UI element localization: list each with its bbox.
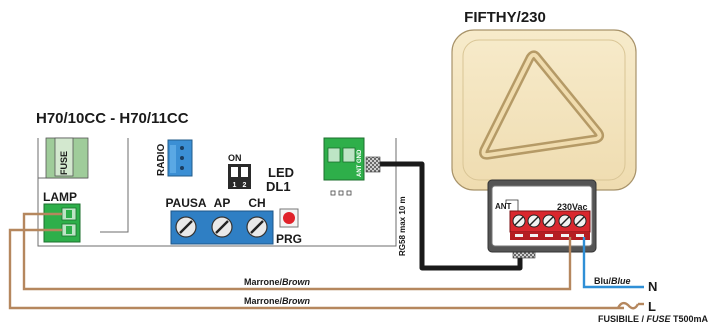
dip-switch[interactable]: ON 1 2: [228, 153, 251, 189]
blue-wire-label: Blu/Blue: [594, 276, 631, 286]
brown-wire-label-lower: Marrone/Brown: [244, 296, 311, 306]
dip-1-label: 1: [233, 182, 237, 189]
ch-trimmer[interactable]: [246, 216, 268, 238]
blue-label-it: Blu/: [594, 276, 611, 286]
blue-label-en: Blue: [611, 276, 631, 286]
lamp-label: LAMP: [43, 190, 77, 204]
antenna-terminal: ANT GND: [323, 137, 365, 196]
ant-gnd-label: ANT GND: [357, 149, 363, 177]
ap-label: AP: [214, 196, 231, 210]
brown-label-en-upper: Brown: [282, 277, 311, 287]
pausa-label: PAUSA: [165, 196, 206, 210]
control-board: FUSE RADIO ON 1 2 LED DL1 PAUSA AP CH: [37, 137, 397, 247]
radio-label: RADIO: [156, 144, 167, 176]
fuse-holder: FUSE: [45, 137, 89, 179]
ap-trimmer[interactable]: [211, 216, 233, 238]
lamp-terminal-block: [509, 210, 591, 240]
lamp-terminal: [43, 203, 81, 243]
led-label: LED: [268, 165, 294, 180]
blue-wire: [582, 237, 644, 289]
fuse-label-en: FUSE: [647, 314, 672, 324]
prg-label: PRG: [276, 232, 302, 246]
neutral-label: N: [648, 279, 657, 294]
device-title: FIFTHY/230: [464, 9, 546, 26]
fuse-spec-label: FUSIBILE / FUSE T500mA: [598, 314, 709, 324]
radio-connector: RADIO: [156, 139, 193, 177]
dip-2-label: 2: [243, 182, 247, 189]
ant-label: ANT: [495, 202, 512, 211]
brown-wire-label-upper: Marrone/Brown: [244, 277, 311, 287]
coax-label: RG58 max 10 m: [398, 196, 407, 256]
brown-wire-lower: [8, 228, 624, 310]
brown-label-en-lower: Brown: [282, 296, 311, 306]
fuse-value: T500mA: [671, 314, 709, 324]
pausa-trimmer[interactable]: [175, 216, 197, 238]
fuse-label-it: FUSIBILE /: [598, 314, 647, 324]
dip-on-label: ON: [228, 153, 242, 163]
brown-label-it-lower: Marrone/: [244, 296, 283, 306]
voltage-label: 230Vac: [557, 202, 588, 212]
fuse-symbol: [616, 301, 640, 310]
board-title: H70/10CC - H70/11CC: [36, 110, 189, 127]
fuse-label: FUSE: [59, 151, 69, 175]
led-id-label: DL1: [266, 179, 291, 194]
prg-button[interactable]: [279, 208, 299, 228]
brown-label-it-upper: Marrone/: [244, 277, 283, 287]
brown-wire-upper: [22, 212, 572, 291]
line-label: L: [648, 299, 656, 314]
flashing-lamp: ANT 230Vac: [451, 29, 637, 253]
ch-label: CH: [248, 196, 265, 210]
